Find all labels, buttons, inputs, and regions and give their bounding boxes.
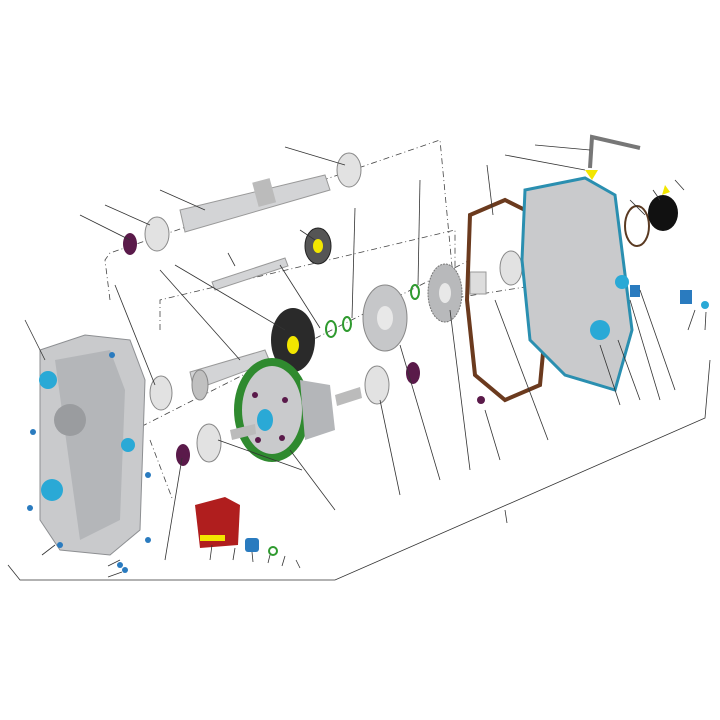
bearing-diff-left	[196, 423, 222, 463]
differential-ring-gear	[230, 358, 362, 462]
end-cover	[648, 185, 678, 231]
shift-lever	[585, 134, 641, 180]
drain-plug	[245, 538, 259, 552]
left-case-bolts	[27, 352, 151, 568]
idler-pin	[211, 257, 289, 291]
cover-gasket	[624, 205, 650, 247]
oil-seal-top	[123, 233, 137, 255]
bearing-diff-right	[364, 365, 390, 405]
clutch-disc	[362, 284, 408, 352]
dowel-pin	[477, 396, 485, 404]
snap-rings	[325, 284, 420, 338]
left-gearbox-case	[39, 334, 146, 556]
mounting-plate	[195, 497, 240, 548]
bearing-top-left	[144, 216, 170, 252]
oil-seal-diff-right	[406, 362, 420, 384]
output-shaft	[179, 174, 331, 233]
plug-washer	[268, 546, 278, 556]
spacer-sleeve	[469, 271, 487, 295]
sensor-switch	[630, 285, 709, 309]
input-shaft	[189, 349, 271, 401]
oil-seal-diff-left	[176, 444, 190, 466]
drive-gear-black	[271, 308, 315, 372]
leader-lines	[24, 144, 707, 578]
bearing-top-right	[336, 152, 362, 188]
assembly-bracket-line	[7, 359, 711, 581]
case-gasket	[464, 197, 551, 403]
small-gear	[304, 227, 332, 265]
right-gearbox-case	[520, 176, 634, 392]
left-case-bearing-bore	[39, 371, 57, 389]
spur-gear	[427, 263, 463, 323]
small-bolt-bottom	[122, 567, 128, 573]
bearing-mid-left	[149, 375, 173, 411]
bearing-right-case	[499, 250, 523, 286]
assembly-leader	[504, 509, 508, 524]
